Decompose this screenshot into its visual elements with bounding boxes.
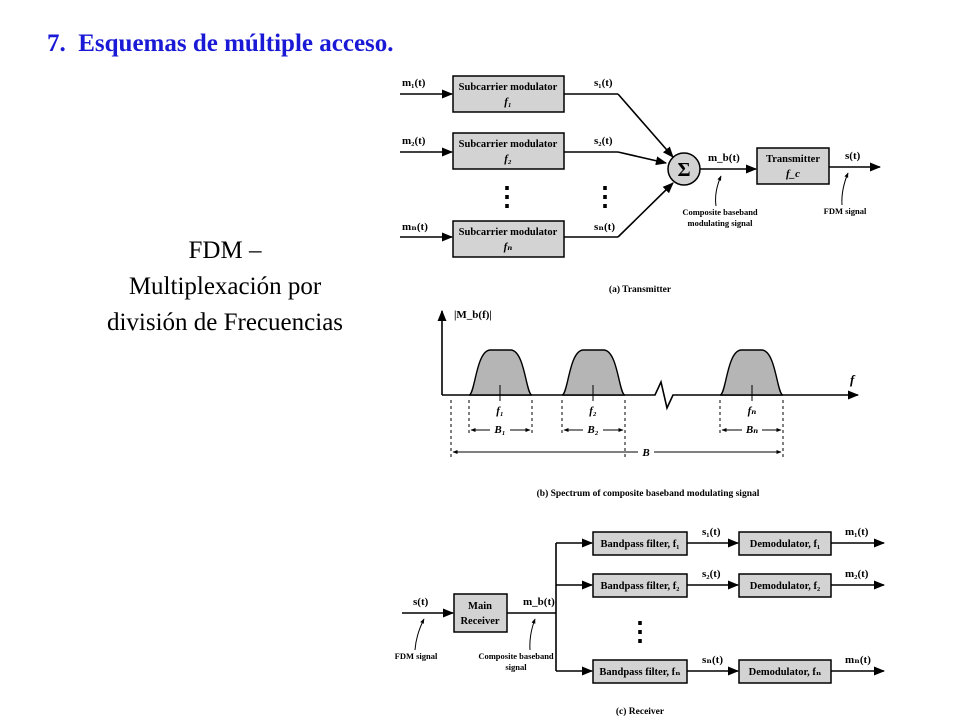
baseband-note: Composite baseband <box>682 207 758 217</box>
ellipsis-dots: ⋮ <box>494 182 520 211</box>
baseband-note: modulating signal <box>688 218 754 228</box>
rx-channel-2: Bandpass filter, f₂ s₂(t) Demodulator, f… <box>556 568 886 598</box>
tx-channel-n: mₙ(t) Subcarrier modulator fₙ sₙ(t) <box>400 182 674 258</box>
tx-input-label: mₙ(t) <box>402 221 428 233</box>
fdm-signal-note: FDM signal <box>824 206 867 216</box>
modulator-freq: f₂ <box>504 153 512 165</box>
bandpass-filter-label: Bandpass filter, f₂ <box>601 581 680 592</box>
bandpass-filter-label: Bandpass filter, fₙ <box>599 667 681 678</box>
transmitter-diagram: m₁(t) Subcarrier modulator f₁ s₁(t) m₂(t… <box>400 75 882 295</box>
baseband-note: signal <box>505 662 527 672</box>
spectrum-x-label: f <box>850 372 856 387</box>
subcarrier-modulator-box <box>452 75 565 113</box>
transmitter-label: Transmitter <box>766 154 820 165</box>
band-center-label: f₁ <box>496 405 504 417</box>
baseband-label: m_b(t) <box>708 152 740 164</box>
demodulator-label: Demodulator, f₁ <box>750 539 820 550</box>
tx-output-label: sₙ(t) <box>594 221 615 233</box>
tx-input-label: m₂(t) <box>402 135 426 147</box>
rx-output-label: m₂(t) <box>845 568 869 580</box>
spectrum-y-label: |M_b(f)| <box>454 309 492 321</box>
baseband-note: Composite baseband <box>478 651 554 661</box>
subtitle-line: división de Frecuencias <box>106 309 344 336</box>
bandpass-filter-label: Bandpass filter, f₁ <box>601 539 680 550</box>
subtitle-line: Multiplexación por <box>128 273 322 300</box>
rx-output-label: m₁(t) <box>845 526 869 538</box>
rx-input-label: s(t) <box>413 596 429 608</box>
band-width-label: Bₙ <box>745 424 758 436</box>
slide-subtitle: FDM – Multiplexación por división de Fre… <box>60 233 390 341</box>
band-center-label: f₂ <box>589 405 597 417</box>
demodulator-label: Demodulator, f₂ <box>750 581 820 592</box>
band-center-label: fₙ <box>748 405 757 417</box>
demodulator-label: Demodulator, fₙ <box>749 667 822 678</box>
main-receiver-label: Main <box>468 601 492 612</box>
main-receiver-box <box>453 593 508 633</box>
carrier-freq: f_c <box>786 168 800 180</box>
rx-mid-label: s₂(t) <box>702 568 721 580</box>
tx-output-label: s₂(t) <box>594 135 613 147</box>
rx-baseband-label: m_b(t) <box>523 596 555 608</box>
transmitter-caption: (a) Transmitter <box>609 284 672 295</box>
transmitter-box <box>756 147 830 185</box>
sigma-icon: Σ <box>677 159 690 181</box>
rx-mid-label: sₙ(t) <box>702 654 723 666</box>
main-receiver-label: Receiver <box>460 616 499 627</box>
ellipsis-dots: ⋮ <box>627 617 653 646</box>
fdm-signal-note: FDM signal <box>395 651 438 661</box>
spectrum-plot: |M_b(f)| f f₁ f₂ fₙ B₁ B₂ Bₙ B (b) <box>437 309 860 499</box>
tx-output-signal: s(t) <box>845 150 861 162</box>
receiver-caption: (c) Receiver <box>616 706 665 717</box>
band-width-label: B₂ <box>586 424 598 436</box>
rx-channel-1: Bandpass filter, f₁ s₁(t) Demodulator, f… <box>556 526 886 556</box>
rx-channel-n: Bandpass filter, fₙ sₙ(t) Demodulator, f… <box>556 654 886 684</box>
spectrum-caption: (b) Spectrum of composite baseband modul… <box>537 488 760 499</box>
modulator-label: Subcarrier modulator <box>459 227 558 238</box>
modulator-label: Subcarrier modulator <box>459 82 558 93</box>
tx-channel-2: m₂(t) Subcarrier modulator f₂ s₂(t) <box>400 132 668 170</box>
tx-output-label: s₁(t) <box>594 77 613 89</box>
rx-output-label: mₙ(t) <box>845 654 871 666</box>
rx-mid-label: s₁(t) <box>702 526 721 538</box>
subtitle-line: FDM – <box>188 237 262 264</box>
band-spectrum-n <box>719 349 784 396</box>
band-spectrum-1 <box>468 349 533 396</box>
total-bandwidth-label: B <box>641 447 649 459</box>
subcarrier-modulator-box <box>452 220 565 258</box>
ellipsis-dots: ⋮ <box>592 182 618 211</box>
slide-title: 7. Esquemas de múltiple acceso. <box>47 30 394 57</box>
modulator-freq: fₙ <box>504 241 513 253</box>
receiver-diagram: s(t) Main Receiver m_b(t) Bandpass filte… <box>395 526 886 717</box>
subcarrier-modulator-box <box>452 132 565 170</box>
band-width-label: B₁ <box>493 424 505 436</box>
tx-input-label: m₁(t) <box>402 77 426 89</box>
modulator-label: Subcarrier modulator <box>459 139 558 150</box>
band-spectrum-2 <box>561 349 626 396</box>
tx-channel-1: m₁(t) Subcarrier modulator f₁ s₁(t) <box>400 75 674 158</box>
modulator-freq: f₁ <box>504 96 512 108</box>
